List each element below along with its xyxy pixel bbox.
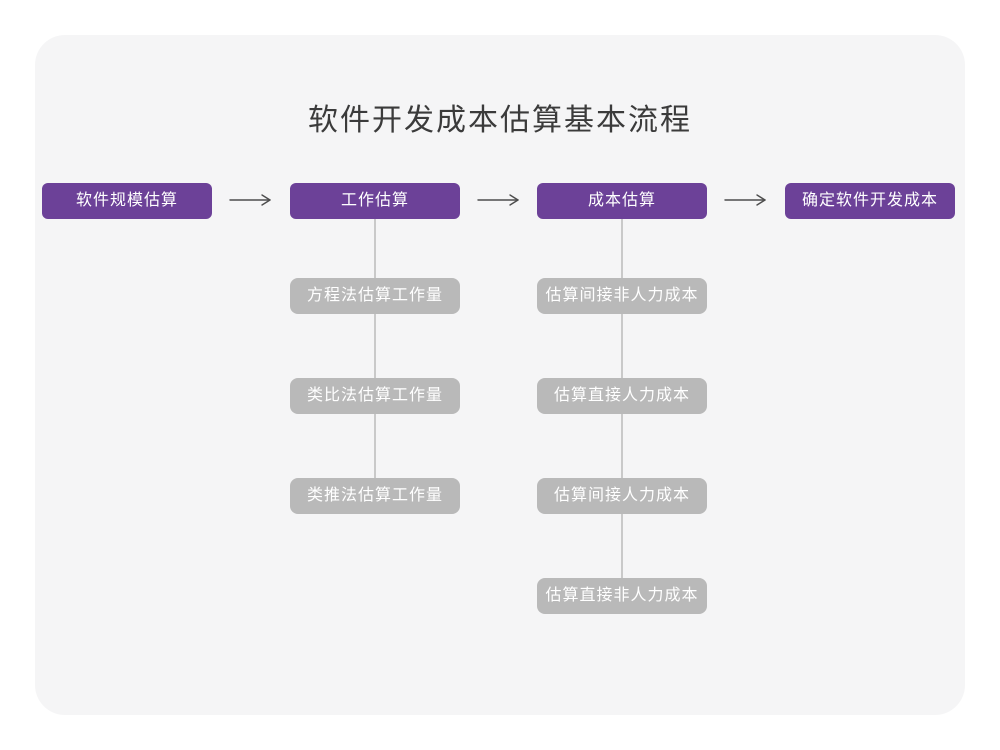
diagram-title: 软件开发成本估算基本流程 — [308, 104, 692, 137]
method-analogy-workload: 类比法估算工作量 — [290, 378, 460, 414]
right-arrow-icon — [724, 194, 768, 206]
right-arrow-icon — [229, 194, 273, 206]
stage-software-size-estimation: 软件规模估算 — [42, 183, 212, 219]
connector-line-work-column — [374, 219, 376, 496]
step-direct-nonlabor-cost: 估算直接非人力成本 — [537, 578, 707, 614]
stage-determine-development-cost: 确定软件开发成本 — [785, 183, 955, 219]
diagram-card — [35, 35, 965, 715]
stage-cost-estimation: 成本估算 — [537, 183, 707, 219]
step-direct-labor-cost: 估算直接人力成本 — [537, 378, 707, 414]
step-indirect-labor-cost: 估算间接人力成本 — [537, 478, 707, 514]
right-arrow-icon — [477, 194, 521, 206]
method-equation-workload: 方程法估算工作量 — [290, 278, 460, 314]
stage-work-estimation: 工作估算 — [290, 183, 460, 219]
method-extrapolation-workload: 类推法估算工作量 — [290, 478, 460, 514]
step-indirect-nonlabor-cost: 估算间接非人力成本 — [537, 278, 707, 314]
